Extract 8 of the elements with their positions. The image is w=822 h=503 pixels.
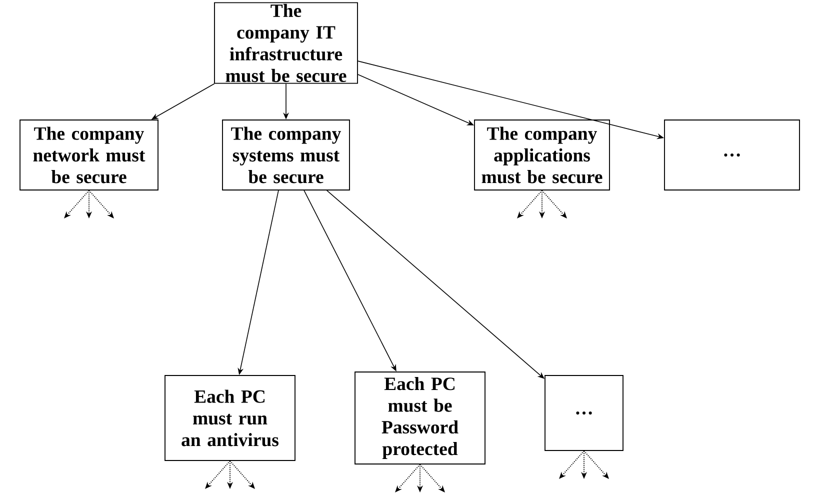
text-box: The company systems must be secure <box>222 120 350 190</box>
text-box: The company applications must be secure <box>474 120 610 190</box>
text-box: Each PC must run an antivirus <box>164 375 296 461</box>
text-box: … <box>544 375 624 451</box>
text-box: … <box>664 120 800 190</box>
text-box: The company IT infrastructure must be secure <box>214 2 358 84</box>
text-box: The company network must be secure <box>20 120 158 190</box>
text-box: Each PC must be Password protected <box>354 372 486 464</box>
